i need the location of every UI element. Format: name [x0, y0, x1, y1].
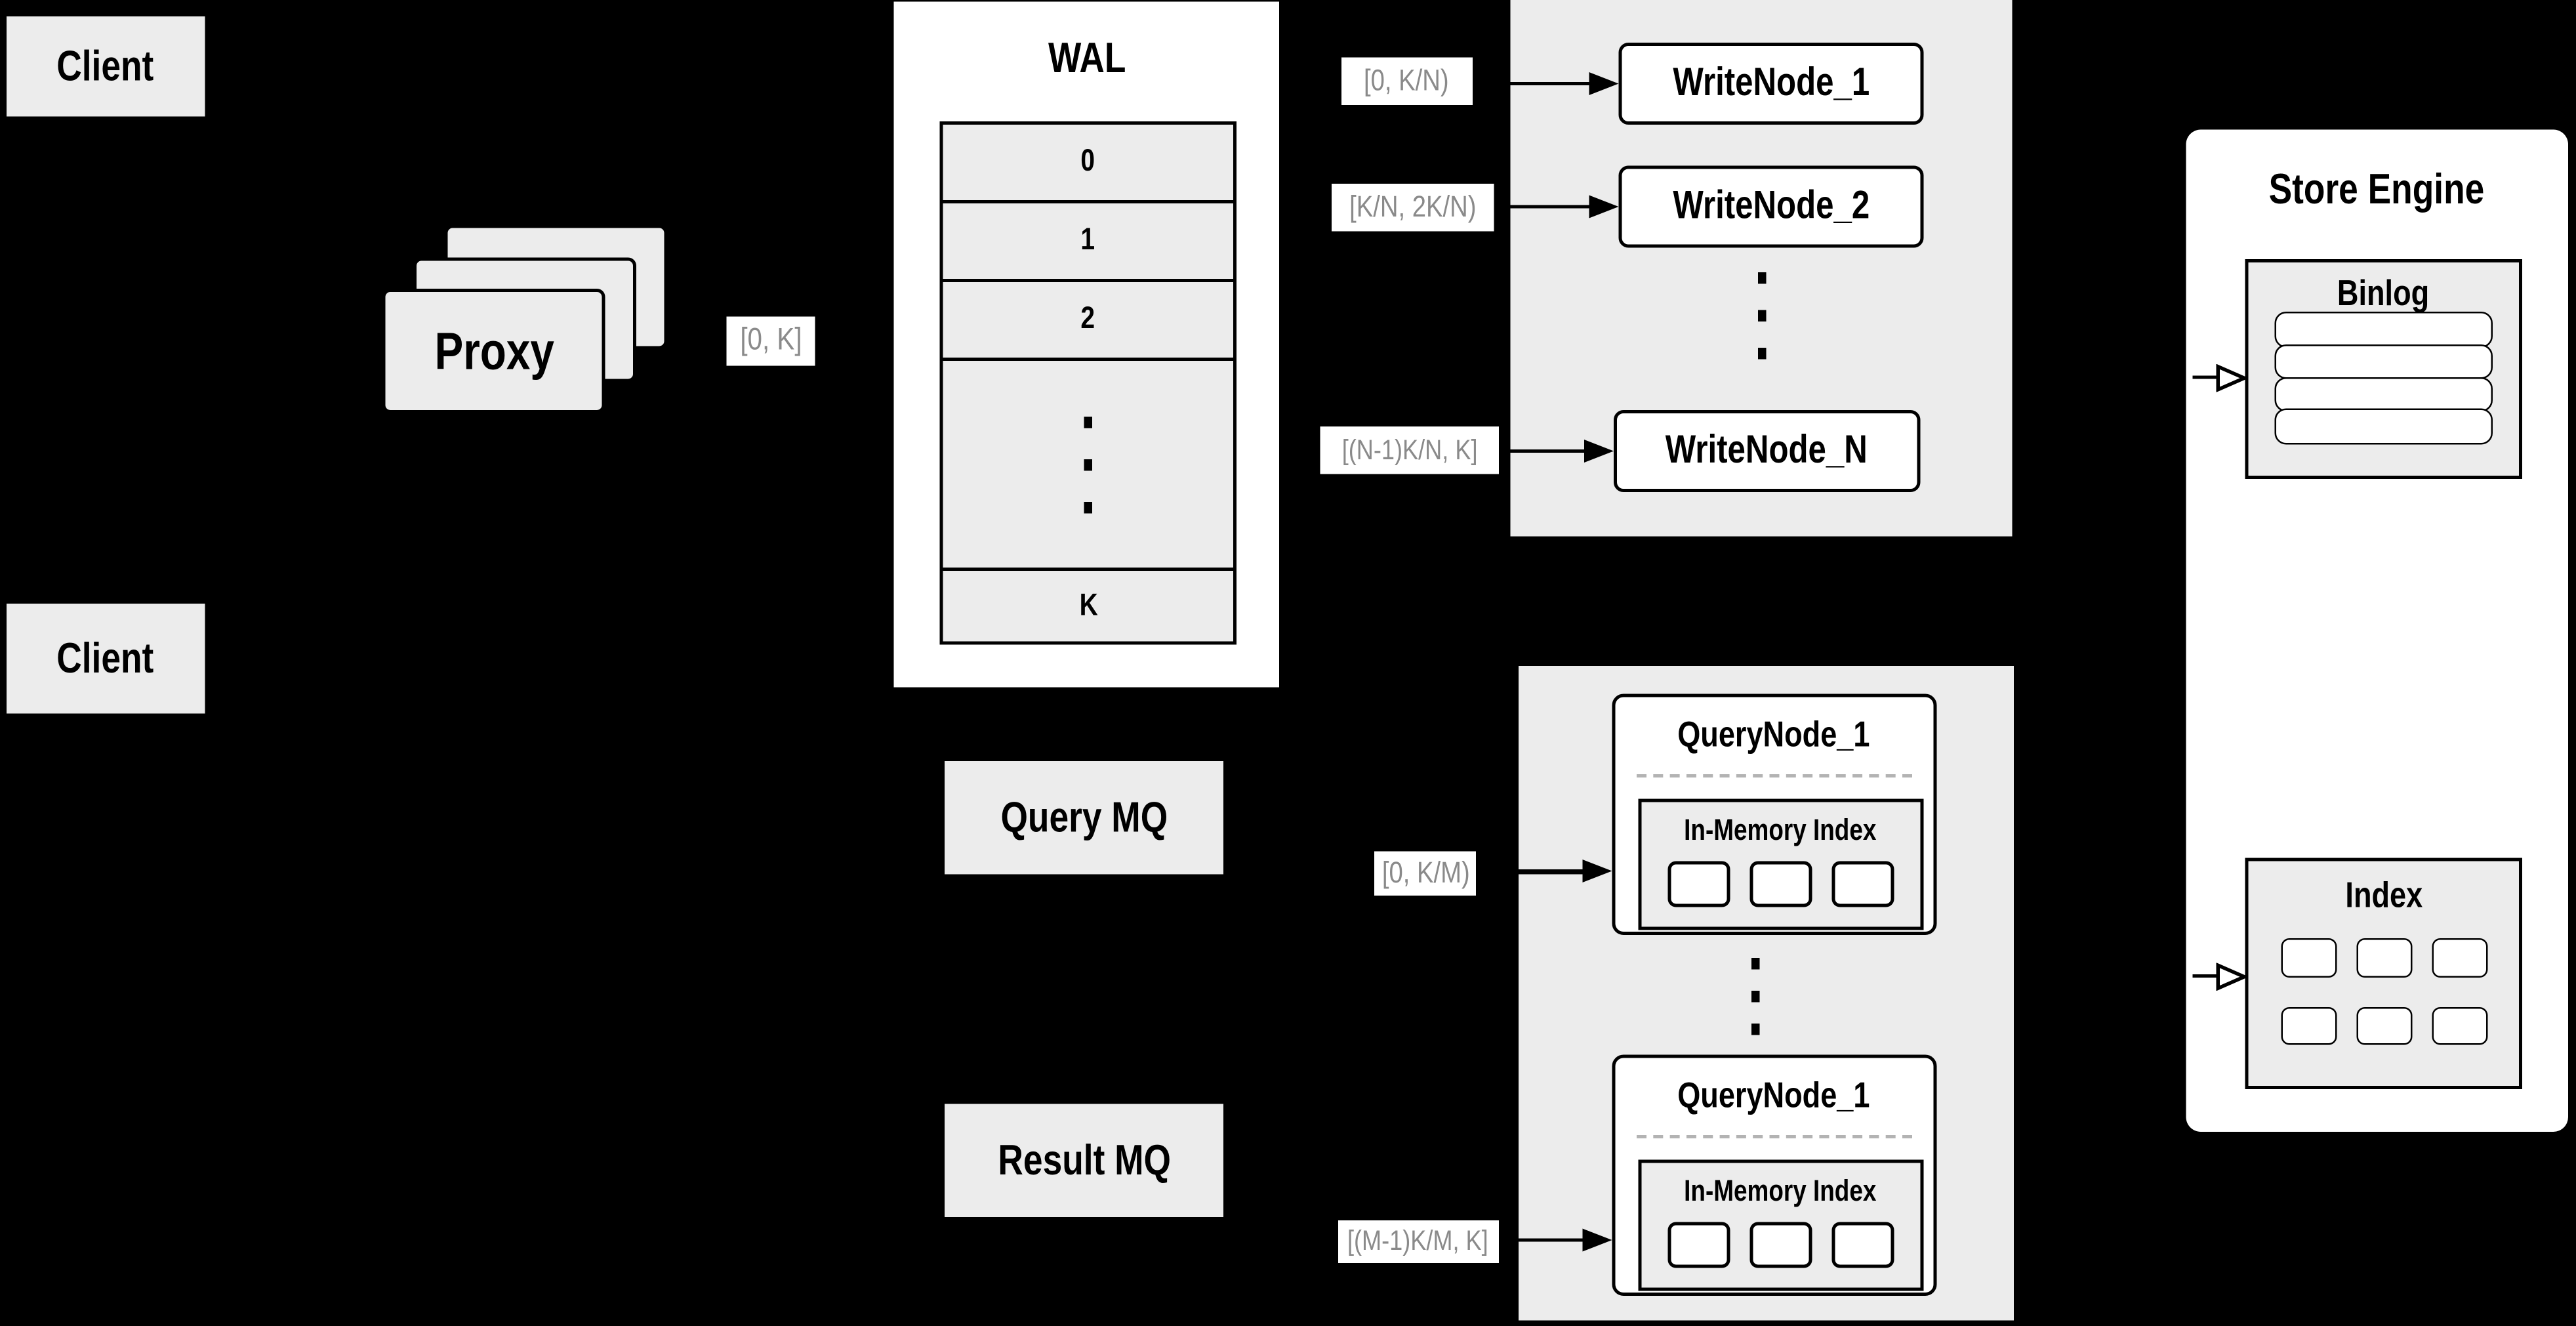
binlog-box: Binlog [2245, 259, 2522, 479]
index-cell [2356, 1006, 2412, 1045]
wal-panel: WAL 0 1 2 K [893, 1, 1280, 688]
index-title: Index [2344, 874, 2423, 916]
arrow-binlog-open-head [2216, 363, 2247, 392]
query-nodes-ellipsis-dots [1751, 958, 1760, 1035]
index-cell [2356, 938, 2412, 977]
client-box-top: Client [7, 16, 205, 117]
wal-segment-row: 2 [939, 279, 1237, 361]
binlog-bar [2274, 377, 2493, 412]
edge-label-wal-write2-text: [K/N, 2K/N) [1349, 190, 1477, 223]
in-memory-segments-bottom [1642, 1222, 1921, 1268]
wal-segment-row: 1 [939, 200, 1237, 282]
in-memory-index-box-bottom: In-Memory Index [1638, 1159, 1924, 1291]
client-top-label: Client [57, 41, 155, 91]
store-engine-title: Store Engine [2269, 164, 2485, 213]
binlog-bar [2274, 344, 2493, 380]
index-cell [2431, 938, 2487, 977]
write-node-n: WriteNode_N [1614, 410, 1921, 492]
index-cell [2280, 938, 2337, 977]
arrow-query-node1-head [1582, 860, 1612, 882]
in-memory-index-bottom-title-wrap: In-Memory Index [1642, 1174, 1921, 1209]
memory-segment [1749, 1222, 1812, 1268]
edge-label-wal-write1: [0, K/N) [1341, 57, 1473, 105]
in-memory-segments-top [1642, 861, 1921, 907]
result-mq-label: Result MQ [997, 1135, 1171, 1184]
memory-segment [1831, 861, 1894, 907]
wal-segment-row: K [939, 568, 1237, 645]
result-mq-box: Result MQ [945, 1104, 1223, 1217]
write-node-1: WriteNode_1 [1618, 43, 1924, 125]
memory-segment [1831, 1222, 1894, 1268]
edge-label-wal-writeN: [(N-1)K/N, K] [1320, 426, 1499, 474]
arrow-query-nodeM-line [1503, 1237, 1584, 1243]
write-node-1-label: WriteNode_1 [1673, 60, 1870, 106]
edge-label-query-node1: [0, K/M) [1374, 851, 1476, 896]
arrow-query-node1-line [1500, 869, 1584, 874]
arrow-query-nodeM-head [1582, 1228, 1612, 1251]
query-node-bottom: QueryNode_1 In-Memory Index [1612, 1054, 1937, 1296]
edge-label-query-nodeM-text: [(M-1)K/M, K] [1348, 1225, 1489, 1257]
arrow-wal-writeN-head [1584, 438, 1614, 462]
memory-segment [1667, 1222, 1730, 1268]
memory-segment [1749, 861, 1812, 907]
arrow-wal-write1-line [1476, 81, 1591, 86]
wal-segment-2: 2 [1080, 302, 1095, 337]
proxy-box: Proxy [382, 289, 605, 413]
edge-label-query-node1-text: [0, K/M) [1381, 856, 1469, 889]
query-mq-label: Query MQ [1000, 792, 1168, 842]
arrow-index-line [2192, 974, 2219, 978]
arrow-binlog-line [2192, 375, 2219, 380]
binlog-title: Binlog [2337, 272, 2430, 314]
in-memory-index-bottom-title: In-Memory Index [1685, 1174, 1877, 1207]
query-node-bottom-separator [1637, 1135, 1912, 1138]
query-node-top: QueryNode_1 In-Memory Index [1612, 694, 1937, 935]
wal-segment-k: K [1078, 588, 1097, 623]
arrow-wal-writeN-line [1502, 449, 1586, 453]
write-node-2: WriteNode_2 [1618, 165, 1924, 248]
in-memory-index-top-title: In-Memory Index [1685, 814, 1877, 846]
index-cell [2431, 1006, 2487, 1045]
index-cell-grid [2249, 938, 2520, 1045]
edge-label-query-nodeM: [(M-1)K/M, K] [1338, 1220, 1499, 1263]
proxy-label: Proxy [434, 320, 554, 380]
query-node-bottom-title-wrap: QueryNode_1 [1616, 1075, 1934, 1117]
wal-segment-table: 0 1 2 K [939, 121, 1237, 645]
index-title-wrap: Index [2249, 875, 2520, 917]
wal-ellipsis-row [939, 358, 1237, 571]
arrow-index-open-head [2216, 962, 2247, 990]
write-node-n-label: WriteNode_N [1666, 428, 1868, 473]
edge-label-wal-writeN-text: [(N-1)K/N, K] [1341, 434, 1478, 465]
arrow-wal-write2-head [1589, 194, 1619, 218]
edge-label-proxy-wal: [0, K] [726, 316, 815, 366]
in-memory-index-top-title-wrap: In-Memory Index [1642, 814, 1921, 848]
index-box: Index [2245, 858, 2522, 1089]
binlog-bar [2274, 409, 2493, 445]
in-memory-index-box-top: In-Memory Index [1638, 798, 1924, 930]
binlog-bar [2274, 312, 2493, 348]
wal-segment-1: 1 [1080, 223, 1095, 258]
client-box-bottom: Client [7, 604, 205, 714]
edge-label-wal-write1-text: [0, K/N) [1364, 64, 1450, 97]
query-node-top-separator [1637, 774, 1912, 777]
arrow-wal-write2-line [1497, 204, 1591, 209]
store-engine-title-wrap: Store Engine [2186, 164, 2569, 215]
edge-label-wal-write2: [K/N, 2K/N) [1332, 184, 1494, 232]
query-mq-box: Query MQ [945, 761, 1223, 875]
wal-segment-0: 0 [1080, 144, 1095, 179]
client-bottom-label: Client [57, 633, 155, 682]
binlog-title-wrap: Binlog [2249, 272, 2520, 315]
arrow-wal-write1-head [1589, 71, 1619, 94]
query-node-bottom-title: QueryNode_1 [1678, 1074, 1871, 1116]
wal-title: WAL [1048, 33, 1126, 82]
query-node-top-title-wrap: QueryNode_1 [1616, 714, 1934, 756]
memory-segment [1667, 861, 1730, 907]
index-cell [2280, 1006, 2337, 1045]
query-node-top-title: QueryNode_1 [1678, 713, 1871, 755]
wal-segment-row: 0 [939, 121, 1237, 203]
edge-label-proxy-wal-text: [0, K] [739, 323, 802, 358]
wal-ellipsis-dots [1084, 415, 1092, 513]
write-node-2-label: WriteNode_2 [1673, 184, 1870, 228]
wal-title-wrap: WAL [894, 33, 1280, 84]
write-nodes-ellipsis-dots [1758, 272, 1767, 360]
